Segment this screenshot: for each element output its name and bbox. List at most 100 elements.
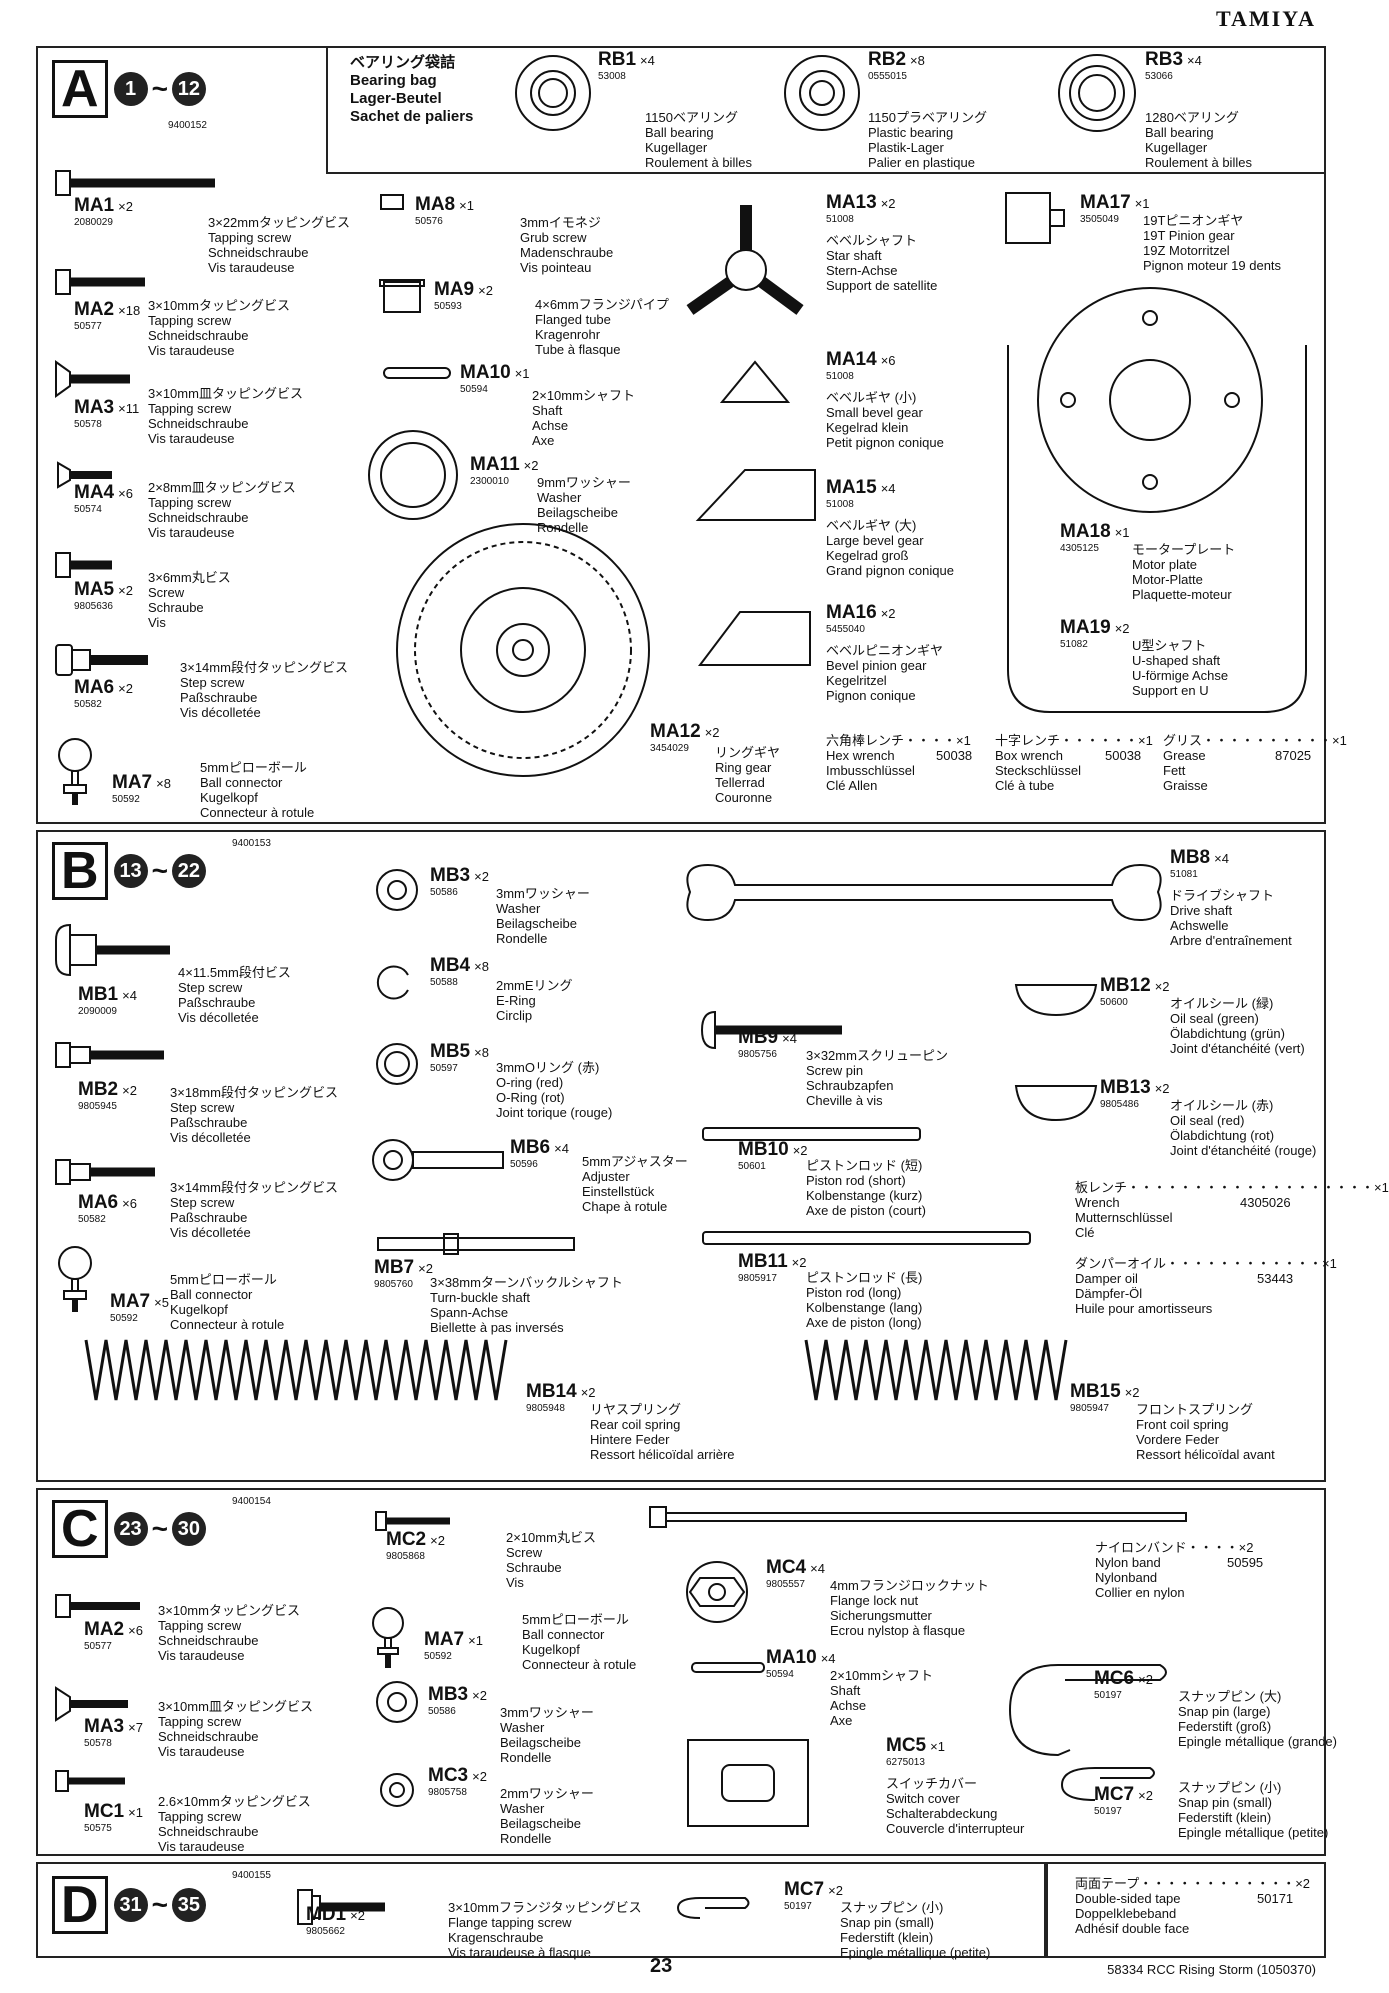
bag-code: 9400152 (168, 120, 207, 131)
section-d (36, 1862, 1046, 1958)
page-number: 23 (650, 1955, 673, 1977)
part-desc-mb11: ピストンロッド (長)Piston rod (long)Kolbenstange… (806, 1270, 923, 1330)
step-range: 31~35 (113, 1888, 206, 1922)
section-c (36, 1488, 1326, 1856)
step-range: 23~30 (113, 1512, 206, 1546)
section-a-badge: A 1~12 (52, 60, 206, 118)
section-b-badge: B 13~22 (52, 842, 206, 900)
bag-code: 9400153 (232, 838, 271, 849)
section-letter: B (52, 842, 108, 900)
section-b (36, 830, 1326, 1482)
tape-box (1046, 1862, 1326, 1958)
part-desc-mb12: オイルシール (緑)Oil seal (green)Ölabdichtung (… (1170, 996, 1305, 1056)
brand-logo: TAMIYA (1215, 6, 1316, 31)
part-desc-mc7: スナップピン (小)Snap pin (small)Federstift (kl… (1178, 1780, 1329, 1840)
section-d-badge: D 31~35 (52, 1876, 206, 1934)
step-range: 1~12 (113, 72, 206, 106)
section-letter: A (52, 60, 108, 118)
step-range: 13~22 (113, 854, 206, 888)
part-desc-mb13: オイルシール (赤)Oil seal (red)Ölabdichtung (ro… (1170, 1098, 1317, 1158)
bearing-box (326, 46, 1326, 174)
part-desc-mb10: ピストンロッド (短)Piston rod (short)Kolbenstang… (806, 1158, 926, 1218)
bag-code: 9400155 (232, 1870, 271, 1881)
part-desc-mb5: 3mmOリング (赤)O-ring (red)O-Ring (rot)Joint… (496, 1060, 613, 1120)
section-c-badge: C 23~30 (52, 1500, 206, 1558)
section-letter: D (52, 1876, 108, 1934)
